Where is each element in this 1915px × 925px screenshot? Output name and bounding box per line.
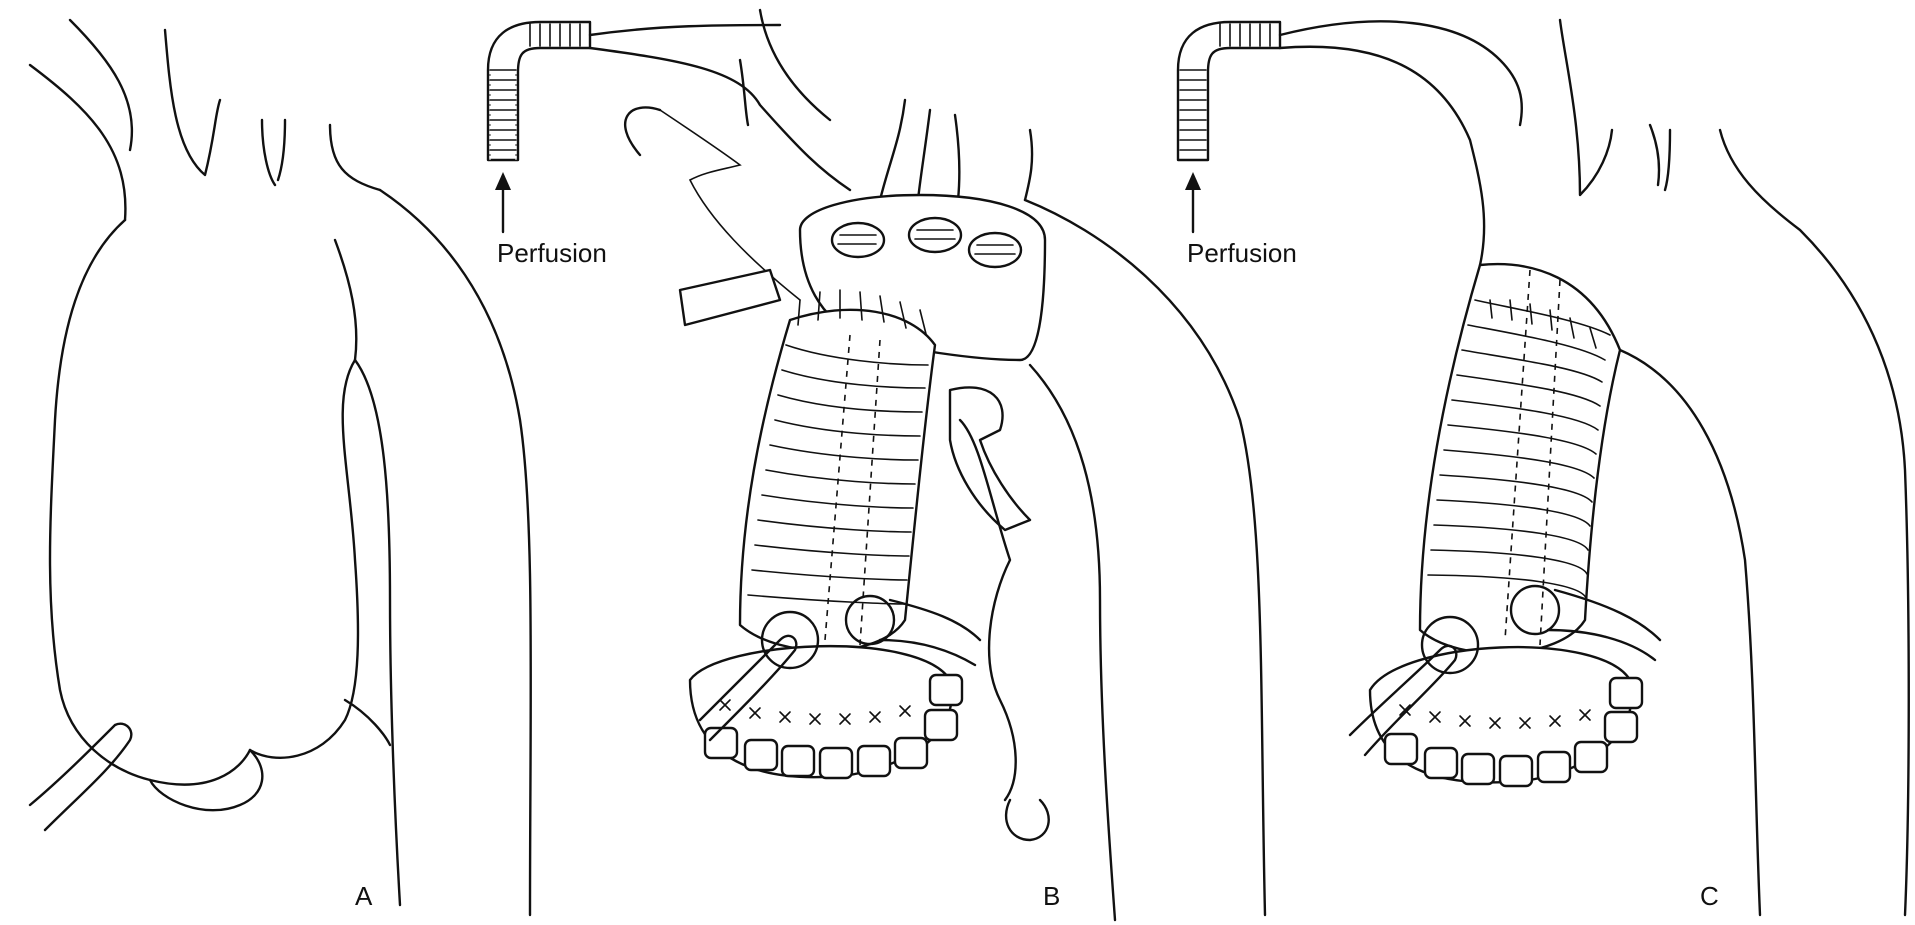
panel-b-label: B [1043,881,1060,911]
perfusion-arrow-c [1185,172,1201,232]
perfusion-label-b: Perfusion [497,238,607,268]
perfusion-graft-c [1178,22,1280,160]
perfusion-graft-b [488,22,590,160]
tube-graft-b [740,290,935,651]
perfusion-arrow-b [495,172,511,232]
tube-graft-c [1420,264,1620,653]
panel-a-label: A [355,881,373,911]
panel-a-illustration: A [30,20,531,915]
panel-b-illustration: Perfusion [488,10,1265,920]
perfusion-label-c: Perfusion [1187,238,1297,268]
panel-c-label: C [1700,881,1719,911]
panel-c-illustration: Perfusion [1178,20,1909,915]
